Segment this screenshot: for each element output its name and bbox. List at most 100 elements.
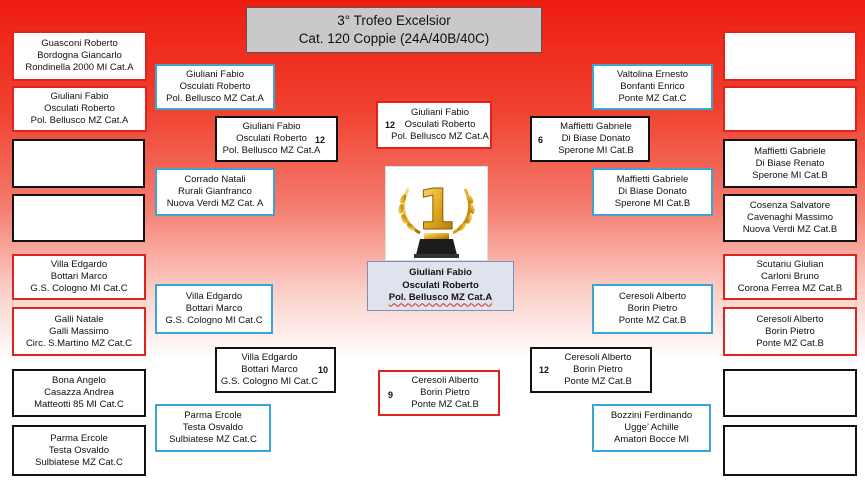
player-2: Osculati Roberto [404, 119, 476, 130]
player-2: Borin Pietro [627, 303, 678, 314]
club: Ponte MZ Cat.B [756, 337, 824, 349]
player-1: Galli Natale [54, 313, 104, 325]
player-2: Di Biase Donato [618, 186, 687, 197]
right-r3-box-1: Maffietti Gabriele Di Biase Donato Spero… [530, 116, 650, 162]
player-2: Di Biase Renato [755, 157, 825, 169]
player-1: Corrado Natali [184, 174, 246, 185]
player-1: Villa Edgardo [241, 352, 298, 363]
player-2: Carloni Bruno [760, 271, 820, 282]
winner-box: Giuliani Fabio Osculati Roberto Pol. Bel… [367, 261, 514, 311]
right-r2-box-3: Ceresoli Alberto Borin Pietro Ponte MZ C… [592, 284, 713, 334]
right-r1-box-6: Ceresoli Alberto Borin Pietro Ponte MZ C… [723, 307, 857, 356]
club: Amatori Bocce MI [614, 434, 689, 445]
club: Sulbiatese MZ Cat.C [35, 456, 123, 468]
club: Nuova Verdi MZ Cat.B [742, 224, 838, 235]
score-label: 10 [317, 365, 328, 375]
club: Ponte MZ Cat.B [618, 315, 687, 326]
left-r3-box-1: Giuliani Fabio Osculati Roberto Pol. Bel… [215, 116, 338, 162]
player-2: Bonfanti Enrico [620, 81, 685, 92]
player-2: Osculati Roberto [44, 103, 115, 114]
club: Ponte MZ Cat.B [411, 399, 479, 410]
right-r1-box-7 [723, 369, 857, 417]
player-1: Scutariu Giulian [756, 259, 824, 270]
player-1: Villa Edgardo [185, 291, 243, 302]
player-1: Bona Angelo [52, 375, 106, 386]
right-r1-box-2 [723, 86, 857, 132]
club: G.S. Cologno MI Cat.C [220, 376, 319, 387]
player-1: Guasconi Roberto [41, 38, 118, 49]
left-r1-box-3 [12, 139, 145, 188]
left-r2-box-3: Villa Edgardo Bottari Marco G.S. Cologno… [155, 284, 273, 334]
left-r2-box-4: Parma Ercole Testa Osvaldo Sulbiatese MZ… [155, 404, 271, 452]
title-line-1: 3° Trofeo Excelsior [337, 13, 451, 28]
winner-player-1: Giuliani Fabio [409, 267, 472, 279]
right-r1-box-3: Maffietti Gabriele Di Biase Renato Spero… [723, 139, 857, 188]
left-r1-box-2: Giuliani Fabio Osculati Roberto Pol. Bel… [12, 86, 147, 132]
club: Pol. Bellusco MZ Cat.A [30, 115, 129, 126]
player-2: Bordogna Giancarlo [37, 50, 122, 61]
left-r1-box-7: Bona Angelo Casazza Andrea Matteotti 85 … [12, 369, 146, 417]
score-label: 6 [538, 135, 544, 145]
player-1: Ceresoli Alberto [564, 352, 632, 363]
trophy-image: 1 [385, 166, 488, 261]
player-1: Parma Ercole [184, 410, 242, 421]
player-2: Bottari Marco [50, 271, 108, 282]
player-2: Testa Osvaldo [48, 444, 110, 456]
title-line-2: Cat. 120 Coppie (24A/40B/40C) [298, 31, 490, 46]
club: Pol. Bellusco MZ Cat.A [166, 93, 264, 104]
score-label: 12 [314, 135, 325, 145]
player-1: Ceresoli Alberto [618, 291, 687, 302]
right-r1-box-4: Cosenza Salvatore Cavenaghi Massimo Nuov… [723, 194, 857, 242]
left-r2-box-1: Giuliani Fabio Osculati Roberto Pol. Bel… [155, 64, 275, 110]
left-r1-box-6: Galli Natale Galli Massimo Circ. S.Marti… [12, 307, 146, 356]
club: G.S. Cologno MI Cat.C [30, 283, 128, 294]
player-1: Maffietti Gabriele [754, 145, 826, 157]
score-label: 9 [388, 390, 394, 400]
right-r1-box-5: Scutariu Giulian Carloni Bruno Corona Fe… [723, 254, 857, 300]
left-r1-box-5: Villa Edgardo Bottari Marco G.S. Cologno… [12, 254, 146, 300]
club: Ponte MZ Cat.C [618, 93, 687, 104]
left-semifinal-box: Giuliani Fabio Osculati Roberto Pol. Bel… [376, 101, 492, 149]
club: Sulbiatese MZ Cat.C [169, 434, 257, 445]
club: Circ. S.Martino MZ Cat.C [25, 337, 133, 349]
club: Ponte MZ Cat.B [564, 376, 632, 387]
winner-player-2: Osculati Roberto [402, 279, 479, 291]
player-2: Bottari Marco [241, 364, 298, 375]
player-2: Osculati Roberto [179, 81, 251, 92]
winner-club: Pol. Bellusco MZ Cat.A [388, 292, 493, 304]
player-1: Villa Edgardo [50, 259, 108, 270]
club: Corona Ferrea MZ Cat.B [737, 283, 843, 294]
player-1: Ceresoli Alberto [411, 375, 479, 386]
right-r2-box-4: Bozzini Ferdinando Ugge’ Achille Amatori… [592, 404, 711, 452]
svg-text:1: 1 [417, 178, 456, 243]
right-semifinal-box: Ceresoli Alberto Borin Pietro Ponte MZ C… [378, 370, 500, 416]
left-r3-box-2: Villa Edgardo Bottari Marco G.S. Cologno… [215, 347, 336, 393]
right-r2-box-2: Maffietti Gabriele Di Biase Donato Spero… [592, 168, 713, 216]
trophy-number-one-icon: 1 [398, 178, 475, 258]
player-2: Osculati Roberto [236, 133, 307, 144]
player-1: Valtolina Ernesto [616, 69, 689, 80]
player-1: Maffietti Gabriele [616, 174, 689, 185]
player-1: Giuliani Fabio [50, 91, 109, 102]
score-label: 12 [385, 120, 396, 130]
club: Sperone MI Cat.B [558, 145, 634, 156]
player-2: Galli Massimo [49, 325, 109, 337]
club: Nuova Verdi MZ Cat. A [166, 198, 264, 209]
right-r2-box-1: Valtolina Ernesto Bonfanti Enrico Ponte … [592, 64, 713, 110]
player-1: Maffietti Gabriele [560, 121, 632, 132]
left-r1-box-4 [12, 194, 145, 242]
player-2: Cavenaghi Massimo [746, 212, 834, 223]
score-label: 12 [539, 365, 550, 375]
club: Sperone MI Cat.B [614, 198, 691, 209]
player-1: Bozzini Ferdinando [610, 410, 693, 421]
player-2: Ugge’ Achille [624, 422, 679, 433]
player-2: Rurali Gianfranco [178, 186, 252, 197]
player-2: Borin Pietro [765, 325, 815, 337]
right-r1-box-1 [723, 31, 857, 81]
player-1: Parma Ercole [50, 432, 108, 444]
club: Sperone MI Cat.B [752, 169, 828, 181]
left-r2-box-2: Corrado Natali Rurali Gianfranco Nuova V… [155, 168, 275, 216]
player-2: Casazza Andrea [44, 387, 114, 398]
right-r1-box-8 [723, 425, 857, 476]
player-2: Borin Pietro [420, 387, 470, 398]
